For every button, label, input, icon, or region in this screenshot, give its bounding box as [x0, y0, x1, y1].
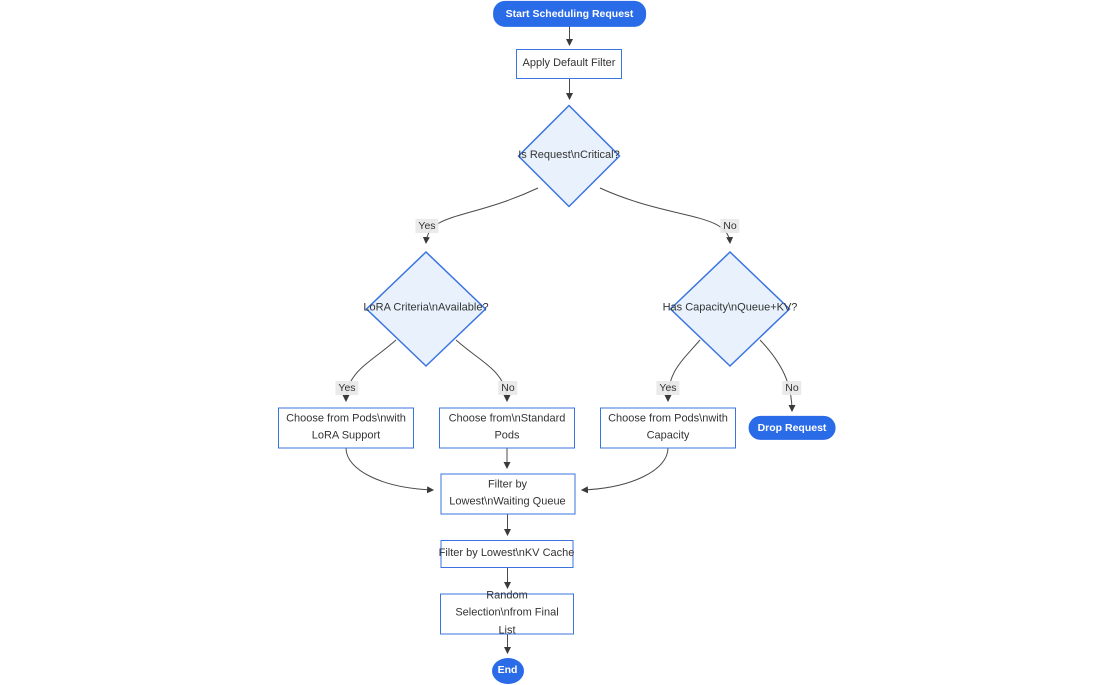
node-choose-standard-pods: Choose from\nStandard Pods — [439, 407, 575, 448]
node-random-selection-final-list: Random Selection\nfrom Final List — [440, 590, 574, 636]
edge-capacitypods-to-filterqueue — [580, 447, 669, 494]
diamond-shape — [669, 250, 791, 367]
edge-critical-no — [599, 187, 734, 245]
node-is-request-critical: Is Request\nCritical? — [517, 104, 621, 208]
diamond-shape — [517, 104, 621, 208]
node-filter-lowest-waiting-queue: Filter by Lowest\nWaiting Queue — [440, 473, 575, 514]
edge-capacity-no — [759, 339, 796, 413]
node-start: Start Scheduling Request — [492, 0, 647, 28]
node-has-capacity-queue-kv: Has Capacity\nQueue+KV? — [663, 250, 797, 367]
node-lora-criteria-available: LoRA Criteria\nAvailable? — [363, 250, 489, 367]
diamond-shape — [365, 250, 487, 367]
node-filter-lowest-kv-cache: Filter by Lowest\nKV Cache — [439, 540, 574, 568]
node-choose-pods-capacity: Choose from Pods\nwith Capacity — [600, 407, 736, 448]
node-drop-request: Drop Request — [748, 415, 836, 440]
edge-label-capacity-yes: Yes — [656, 381, 680, 395]
edge-label-lora-yes: Yes — [335, 381, 359, 395]
edge-label-lora-no: No — [498, 381, 518, 395]
edge-label-critical-yes: Yes — [415, 219, 439, 233]
node-end: End — [491, 657, 524, 684]
edge-label-capacity-no: No — [782, 381, 802, 395]
decision-label: Has Capacity\nQueue+KV? — [662, 301, 798, 314]
edge-label-critical-no: No — [720, 219, 740, 233]
edge-critical-yes — [422, 187, 539, 245]
node-apply-default-filter: Apply Default Filter — [516, 49, 622, 79]
decision-label: Is Request\nCritical? — [518, 149, 620, 162]
node-choose-pods-lora: Choose from Pods\nwith LoRA Support — [278, 407, 414, 448]
edge-lorapods-to-filterqueue — [345, 447, 435, 494]
decision-label: LoRA Criteria\nAvailable? — [363, 301, 489, 314]
